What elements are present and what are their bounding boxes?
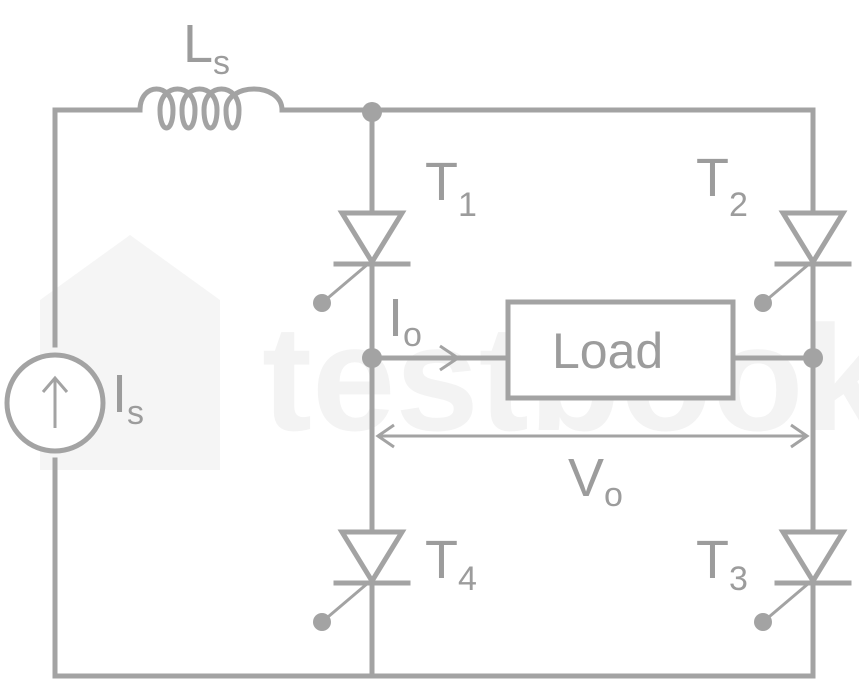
load-box (505, 299, 736, 401)
thyristor-t1 (313, 210, 411, 312)
inductor-label: Ls (183, 14, 230, 82)
left-bottom-wire (52, 107, 816, 679)
thyristor-t2-label: T2 (696, 148, 748, 224)
output-voltage-arrow (375, 423, 810, 449)
thyristor-t3 (754, 529, 852, 631)
thyristor-t2 (754, 210, 852, 312)
thyristor-t4 (313, 529, 411, 631)
source-label: Is (112, 364, 144, 432)
thyristor-t1-label: T1 (425, 152, 477, 224)
load-label: Load (552, 323, 663, 379)
junction-left-mid (362, 348, 382, 368)
thyristor-t4-label: T4 (425, 530, 477, 598)
output-current-arrow (439, 344, 461, 372)
output-voltage-label: Vo (568, 448, 623, 514)
current-source-symbol (4, 352, 106, 454)
left-wire (52, 107, 143, 348)
junction-right-mid (803, 348, 823, 368)
junction-top (362, 102, 382, 122)
inductor-coil (137, 86, 285, 131)
thyristor-t3-label: T3 (696, 530, 748, 598)
output-current-label: Io (388, 288, 422, 354)
